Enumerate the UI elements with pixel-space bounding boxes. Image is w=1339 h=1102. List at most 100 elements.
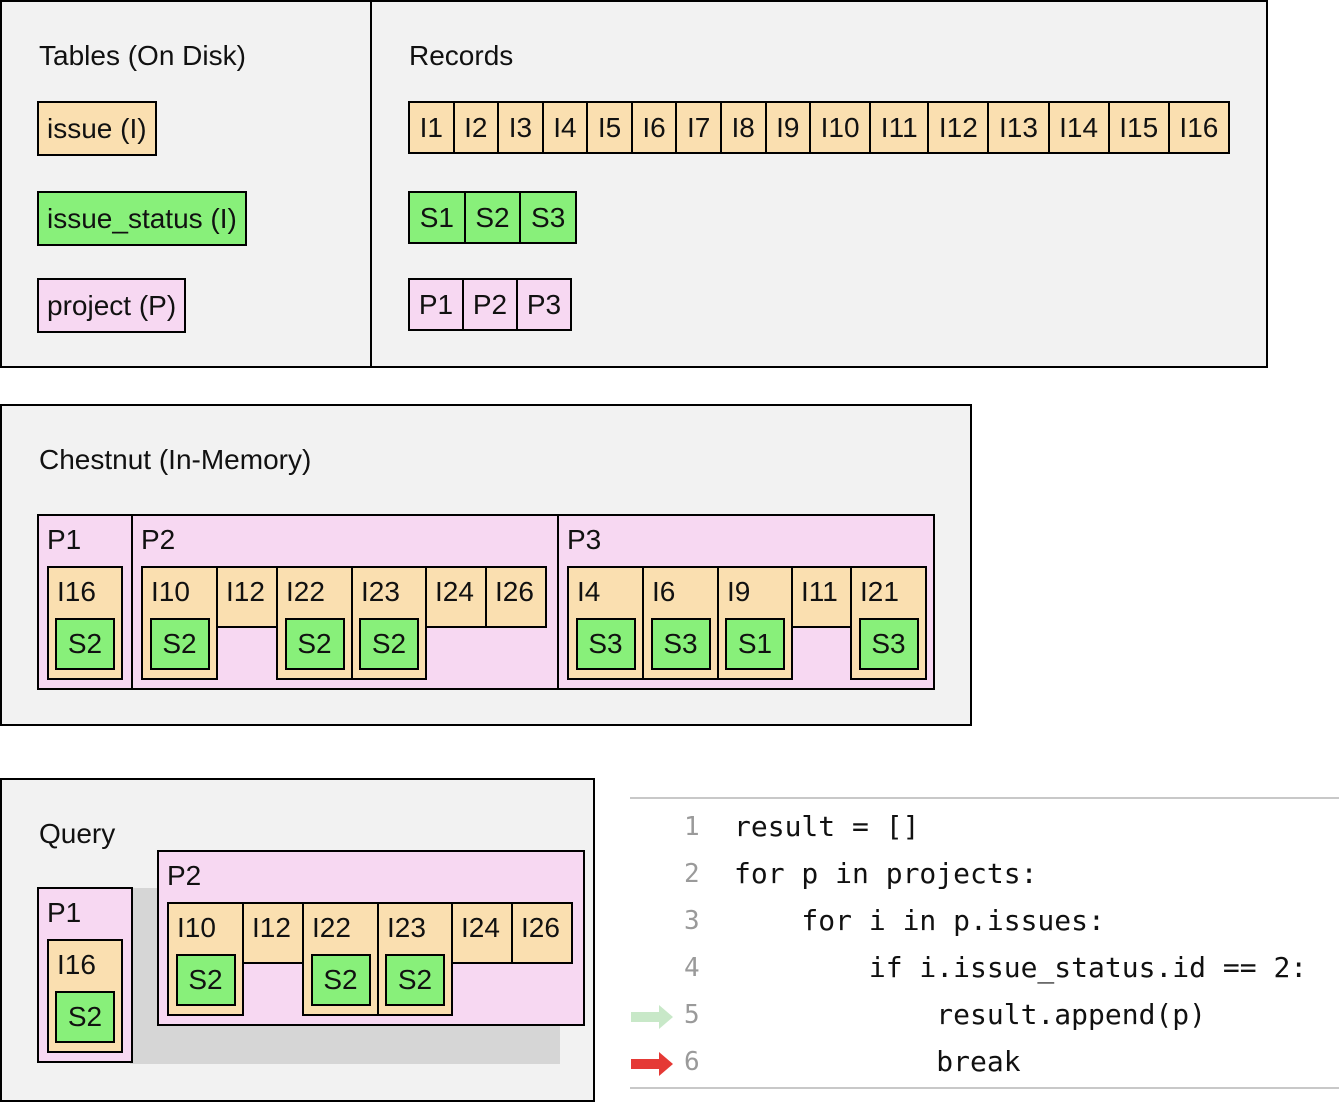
issue-label: I4	[577, 576, 601, 607]
line-number: 6	[684, 1047, 700, 1077]
issue-label: I21	[860, 576, 899, 607]
line-number: 2	[684, 859, 700, 889]
record-cell: S2	[466, 193, 522, 242]
record-cell: P3	[526, 288, 562, 320]
table-project: project (P)	[37, 278, 187, 333]
issue-box: I24	[425, 566, 487, 628]
table-issue: issue (I)	[37, 101, 157, 156]
record-cell: I12	[929, 103, 990, 152]
code-bottom-rule	[630, 1087, 1339, 1089]
issue-label: I22	[312, 912, 351, 943]
status-box: S2	[310, 954, 371, 1006]
code-line-text: break	[734, 1045, 1021, 1078]
project-label: P2	[167, 860, 202, 891]
record-cell: I6	[633, 103, 678, 152]
record-cell: I1	[410, 103, 455, 152]
status-box: S2	[385, 954, 445, 1006]
issue-label: I22	[286, 576, 325, 607]
tables-panel: Tables (On Disk) issue (I) issue_status …	[0, 0, 373, 368]
current-step-arrow	[631, 1052, 673, 1076]
status-box: S2	[55, 618, 115, 670]
issue-label: I23	[361, 576, 400, 607]
issue-box: I12	[242, 902, 304, 964]
chestnut-panel-title: Chestnut (In-Memory)	[39, 444, 312, 475]
code-top-rule	[630, 797, 1339, 799]
tables-panel-title: Tables (On Disk)	[39, 40, 246, 71]
record-cell: I11	[871, 103, 930, 152]
record-cell: I13	[989, 103, 1050, 152]
issue-label: I16	[57, 576, 96, 607]
record-cell: I14	[1050, 103, 1110, 152]
status-box: S1	[725, 618, 785, 670]
issue-label: I12	[252, 912, 291, 943]
record-cell: I10	[811, 103, 872, 152]
line-number: 1	[684, 812, 700, 842]
project-label: P1	[47, 524, 82, 555]
previous-step-arrow	[631, 1005, 673, 1029]
issue-box: I26	[485, 566, 547, 628]
issue-label: I23	[387, 912, 426, 943]
status-box: S3	[650, 618, 711, 670]
record-cell: I7	[677, 103, 722, 152]
status-box: S2	[55, 991, 115, 1043]
issue-box: I24	[451, 902, 513, 964]
issue-label: I26	[495, 576, 534, 607]
record-cell: S3	[531, 201, 566, 233]
record-cell: I8	[722, 103, 767, 152]
status-box: S3	[575, 618, 636, 670]
line-number: 3	[684, 906, 700, 936]
record-cell: I3	[499, 103, 544, 152]
query-panel-title: Query	[39, 818, 116, 849]
record-cell: S1	[410, 193, 466, 242]
status-box: S2	[284, 618, 345, 670]
project-label: P1	[47, 897, 82, 928]
issue-label: I24	[461, 912, 500, 943]
issue-label: I24	[435, 576, 474, 607]
record-cell: I5	[588, 103, 633, 152]
code-line-text: result = []	[734, 810, 920, 843]
issue-label: I6	[652, 576, 676, 607]
issue-label: I10	[151, 576, 190, 607]
status-box: S2	[175, 954, 236, 1006]
record-cell: I16	[1179, 111, 1219, 143]
record-cell: I9	[767, 103, 812, 152]
issue-box: I11	[791, 566, 852, 628]
record-cell: P2	[464, 280, 518, 329]
records-panel-title: Records	[409, 40, 514, 71]
issue-box: I26	[511, 902, 573, 964]
code-line-text: for i in p.issues:	[734, 904, 1105, 937]
record-cell: I2	[455, 103, 500, 152]
issue-label: I10	[177, 912, 216, 943]
status-box: S2	[149, 618, 210, 670]
issue-label: I12	[226, 576, 265, 607]
issue-label: I9	[727, 576, 751, 607]
table-issue-status: issue_status (I)	[37, 191, 247, 246]
record-cell: I4	[544, 103, 589, 152]
line-number: 5	[684, 1000, 700, 1030]
code-line-text: result.append(p)	[734, 998, 1207, 1031]
issue-label: I26	[521, 912, 560, 943]
project-label: P2	[141, 524, 176, 555]
